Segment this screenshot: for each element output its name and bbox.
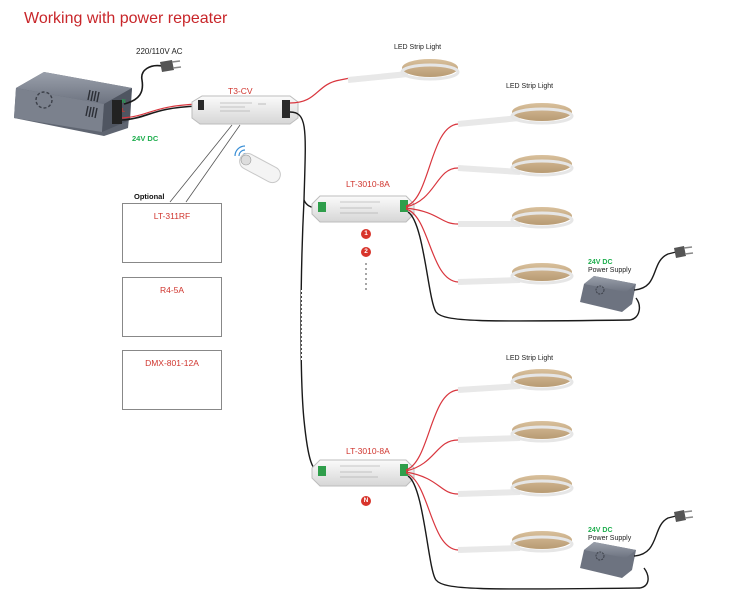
repeater-1 xyxy=(311,195,415,223)
repeater-n-strip-label: LED Strip Light xyxy=(506,355,554,362)
dc-voltage-label: 24V DC xyxy=(132,134,159,143)
signal-bus-wire xyxy=(289,111,323,475)
optional-item-dmx-801-12a: DMX-801-12A xyxy=(122,350,222,410)
repeater-n-output-wires xyxy=(405,389,459,551)
repeater-n-power-supply xyxy=(580,510,694,578)
ac-plug-icon xyxy=(123,60,182,105)
ac-voltage-label: 220/110V AC xyxy=(136,47,183,56)
repeater-1-psu-label: Power Supply xyxy=(588,267,632,274)
repeater-n-strips xyxy=(457,369,574,553)
repeater-badge-2: 2 xyxy=(361,247,371,257)
main-power-supply xyxy=(14,72,132,136)
optional-item-r4-5a: R4-5A xyxy=(122,277,222,337)
repeater-1-psu-voltage: 24V DC xyxy=(588,259,613,266)
repeater-1-output-wires xyxy=(405,123,459,283)
terminal-l-label: L xyxy=(122,108,126,114)
repeater-n-model-label: LT-3010-8A xyxy=(346,446,390,456)
optional-heading: Optional xyxy=(134,192,165,201)
wireless-remote-icon xyxy=(234,145,281,184)
optional-item-label: DMX-801-12A xyxy=(145,358,199,368)
repeater-n-psu-voltage: 24V DC xyxy=(588,527,613,534)
optional-item-lt-311rf: LT-311RF xyxy=(122,203,222,263)
repeater-badge-1: 1 xyxy=(361,229,371,239)
repeater-n-psu-label: Power Supply xyxy=(588,535,632,542)
repeater-1-power-supply xyxy=(580,246,694,312)
dc-wire xyxy=(121,105,199,121)
repeater-badge-n: N xyxy=(361,496,371,506)
more-repeaters-dots xyxy=(365,263,367,290)
optional-item-label: LT-311RF xyxy=(153,211,191,221)
terminal-n-label: N xyxy=(122,99,126,105)
repeater-1-strip-label: LED Strip Light xyxy=(506,83,554,90)
page-title: Working with power repeater xyxy=(24,10,228,27)
repeater-1-model-label: LT-3010-8A xyxy=(346,179,390,189)
repeater-n xyxy=(311,459,415,487)
led-strip-top xyxy=(347,59,460,83)
repeater-1-strips xyxy=(457,103,574,285)
t3-cv-controller xyxy=(191,95,299,125)
controller-model-label: T3-CV xyxy=(228,86,253,96)
optional-item-label: R4-5A xyxy=(159,285,185,295)
top-strip-label: LED Strip Light xyxy=(394,44,442,51)
